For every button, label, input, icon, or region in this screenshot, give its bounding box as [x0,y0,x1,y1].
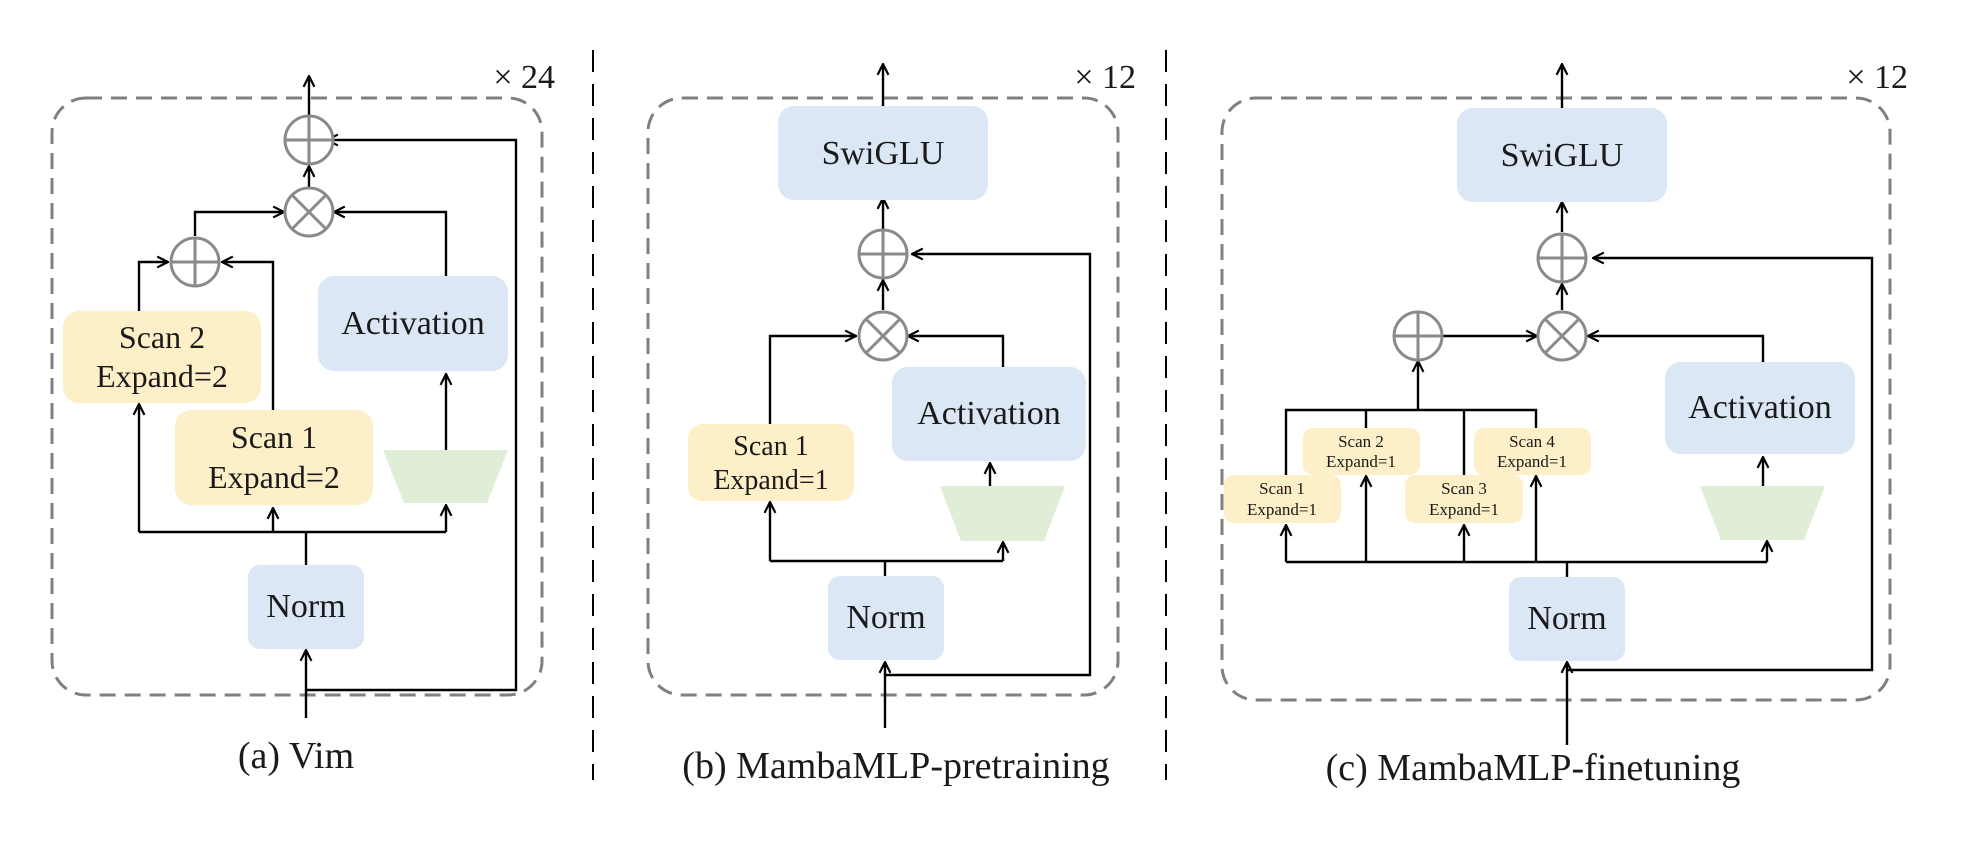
svg-text:Activation: Activation [917,395,1061,432]
add-operator [1536,232,1588,284]
activation-block: Activation [1665,362,1855,454]
multiply-operator [1536,310,1588,362]
svg-text:Activation: Activation [341,305,485,342]
multiply-operator [857,310,909,362]
panel-caption: (b) MambaMLP-pretraining [682,745,1109,787]
repeat-count: × 12 [1846,59,1908,96]
svg-text:Expand=1: Expand=1 [1326,452,1396,471]
swiglu-block: SwiGLU [778,106,988,200]
linear-projection-block [940,486,1065,541]
svg-text:Scan 1: Scan 1 [1259,479,1305,498]
svg-text:Expand=2: Expand=2 [208,459,340,495]
svg-text:Norm: Norm [266,588,345,625]
add-operator [1392,310,1444,362]
svg-text:Scan 1: Scan 1 [733,431,808,462]
svg-text:Scan 3: Scan 3 [1441,479,1487,498]
svg-text:Norm: Norm [846,599,925,636]
activation-block: Activation [318,276,508,371]
scan-4-block: Scan 4 Expand=1 [1474,428,1591,475]
panel-mambamlp-finetuning: × 12 [1220,59,1908,789]
add-operator [169,236,221,288]
panel-mambamlp-pretraining: × 12 SwiGLU Activat [646,59,1136,787]
scan-1-block: Scan 1 Expand=1 [1224,475,1341,523]
panel-caption: (a) Vim [238,735,354,777]
scan-1-block: Scan 1 Expand=2 [175,410,373,505]
svg-text:Norm: Norm [1527,600,1606,637]
svg-text:Expand=1: Expand=1 [1247,500,1317,519]
linear-projection-block [1700,486,1825,540]
scan-3-block: Scan 3 Expand=1 [1405,475,1523,523]
svg-text:Expand=1: Expand=1 [1497,452,1567,471]
scan-2-block: Scan 2 Expand=2 [63,311,261,403]
norm-block: Norm [1509,577,1625,661]
add-operator [283,114,335,166]
repeat-count: × 24 [493,59,555,96]
add-operator [857,228,909,280]
svg-text:Expand=1: Expand=1 [1429,500,1499,519]
panel-vim: × 24 [50,59,555,777]
repeat-frame [1220,96,1892,702]
repeat-count: × 12 [1074,59,1136,96]
scan-1-block: Scan 1 Expand=1 [688,424,854,501]
repeat-frame [50,96,544,697]
svg-text:Activation: Activation [1688,389,1832,426]
activation-block: Activation [892,367,1086,461]
svg-text:Scan 2: Scan 2 [1338,432,1384,451]
svg-text:SwiGLU: SwiGLU [1501,137,1624,174]
svg-text:Scan 4: Scan 4 [1509,432,1555,451]
svg-text:Scan 2: Scan 2 [119,319,205,355]
linear-projection-block [383,450,508,503]
svg-text:Scan 1: Scan 1 [231,419,317,455]
panel-caption: (c) MambaMLP-finetuning [1326,747,1741,789]
multiply-operator [283,186,335,238]
swiglu-block: SwiGLU [1457,108,1667,202]
scan-2-block: Scan 2 Expand=1 [1303,428,1420,475]
svg-text:Expand=2: Expand=2 [96,358,228,394]
norm-block: Norm [248,565,364,649]
svg-text:Expand=1: Expand=1 [713,465,828,496]
svg-text:SwiGLU: SwiGLU [822,135,945,172]
norm-block: Norm [828,576,944,660]
